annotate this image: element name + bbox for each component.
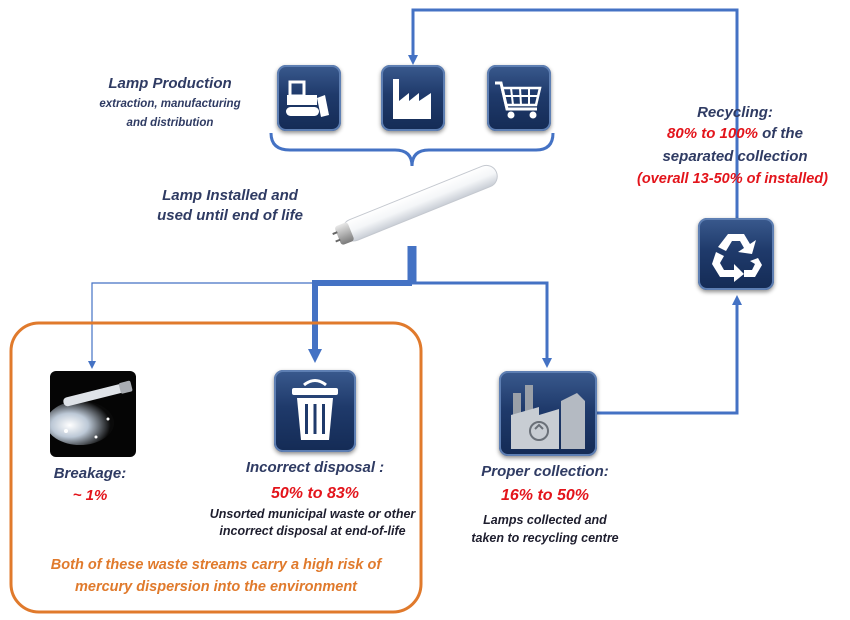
recycling-line-2: separated collection bbox=[662, 148, 808, 165]
incorrect-disposal-desc-2: incorrect disposal at end-of-life bbox=[219, 524, 406, 538]
recycling-rate: 80% to 100% bbox=[667, 125, 758, 142]
incorrect-disposal-value: 50% to 83% bbox=[270, 485, 360, 502]
production-subtitle-2: and distribution bbox=[126, 117, 214, 129]
installed-line-1: Lamp Installed and bbox=[162, 187, 298, 204]
breakage-title: Breakage: bbox=[53, 465, 127, 482]
recycling-title: Recycling: bbox=[697, 104, 773, 121]
recycle-icon bbox=[712, 234, 762, 282]
trash-can-icon bbox=[292, 379, 338, 440]
broken-tube-photo bbox=[50, 371, 136, 457]
breakage-arrow bbox=[88, 282, 412, 369]
warning-line-2: mercury dispersion into the environment bbox=[75, 579, 357, 595]
proper-collection-arrow bbox=[412, 281, 552, 368]
production-brace bbox=[269, 132, 555, 167]
recycling-return-arrow bbox=[408, 8, 739, 220]
recycling-line-1: 80% to 100% of the bbox=[620, 125, 850, 142]
proper-collection-title: Proper collection: bbox=[481, 463, 609, 480]
recycle-tile bbox=[698, 218, 774, 290]
recycling-line-1-rest: of the bbox=[757, 125, 803, 142]
fluorescent-tube-photo bbox=[332, 164, 498, 245]
breakage-value: ~ 1% bbox=[72, 487, 108, 504]
shopping-cart-icon bbox=[495, 81, 542, 119]
proper-collection-desc-1: Lamps collected and bbox=[483, 513, 607, 527]
warning-line-1: Both of these waste streams carry a high… bbox=[50, 557, 382, 573]
bulldozer-icon bbox=[286, 80, 329, 117]
incorrect-disposal-arrow bbox=[308, 280, 412, 363]
installed-line-2: used until end of life bbox=[157, 207, 303, 224]
warning-box bbox=[9, 321, 423, 614]
bulldozer-tile bbox=[277, 65, 341, 131]
recycling-line-3: (overall 13-50% of installed) bbox=[637, 171, 828, 187]
production-title: Lamp Production bbox=[108, 75, 232, 92]
to-recycling-arrow bbox=[597, 295, 742, 415]
proper-collection-value: 16% to 50% bbox=[500, 487, 590, 504]
factory-icon bbox=[393, 79, 431, 119]
production-subtitle-1: extraction, manufacturing bbox=[99, 98, 241, 110]
proper-collection-desc-2: taken to recycling centre bbox=[471, 531, 619, 545]
factory-tile bbox=[381, 65, 445, 131]
cart-tile bbox=[487, 65, 551, 131]
incorrect-disposal-desc-1: Unsorted municipal waste or other bbox=[209, 507, 416, 521]
recycling-plant-tile bbox=[499, 371, 597, 456]
incorrect-disposal-title: Incorrect disposal : bbox=[245, 459, 385, 476]
trash-tile bbox=[274, 370, 356, 452]
recycling-plant-icon bbox=[511, 385, 585, 449]
